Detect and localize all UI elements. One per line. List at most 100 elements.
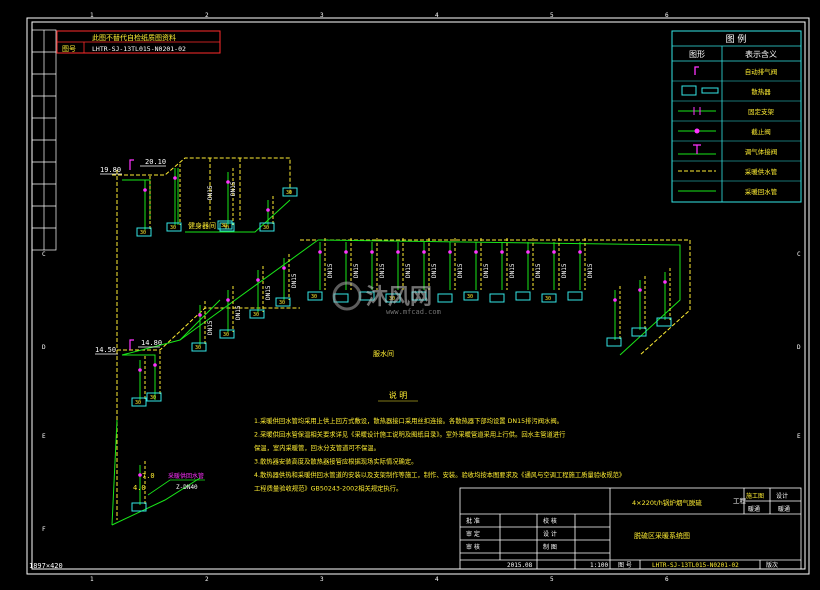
radiator-icon	[259, 222, 275, 232]
note-line: 工程质量验收规范》GB50243-2002相关规定执行。	[254, 484, 402, 493]
radiator-count: 30	[223, 225, 229, 231]
tick-right-E: E	[797, 433, 801, 440]
fixed-support-icon	[678, 107, 716, 115]
valve-icon	[138, 368, 142, 372]
tick-right-D: D	[797, 344, 801, 351]
valve-icon	[663, 280, 667, 284]
radiator-icon	[166, 222, 182, 232]
slope-b: 4.0	[133, 484, 146, 492]
legend-meaning: 采暖回水管	[745, 187, 778, 196]
room-upper: 健身器间	[188, 221, 216, 230]
tb-row-left: 审 核	[466, 543, 480, 551]
radiator-count: 30	[467, 294, 473, 300]
valve-icon	[266, 208, 270, 212]
radiator-icon	[656, 317, 672, 327]
note-line: 3.散热器安装高度及散热器接管应根据现场实际情况确定。	[254, 457, 417, 466]
tick-top-4: 4	[435, 12, 439, 19]
pipe-size-label: DN15	[561, 263, 568, 278]
tb-row-right: 校 核	[543, 517, 557, 525]
tb-project-name: 4×220t/h锅炉烟气脱硫	[632, 498, 702, 507]
radiator-icon	[541, 293, 557, 303]
legend-meaning: 截止阀	[751, 127, 771, 136]
radiator-count: 30	[135, 400, 141, 406]
radiator-count: 30	[311, 294, 317, 300]
watermark: 沐风网 www.mfcad.com	[332, 281, 441, 316]
pipe-size-label: DN15	[265, 285, 272, 300]
note-line: 1.采暖供回水管均采用上供上回方式敷设，散热器接口采用丝扣连接。各散热器下部均设…	[254, 416, 563, 425]
tick-top-6: 6	[665, 12, 669, 19]
elev-top-right: 20.10	[145, 158, 166, 166]
radiator-icon	[606, 337, 622, 347]
tb-row-left: 批 准	[466, 517, 480, 525]
pipe-size-label: DN15	[327, 263, 334, 278]
radiator-icon	[567, 291, 583, 301]
pipe-size-label: DN15	[509, 263, 516, 278]
legend-meaning: 调气体接阀	[745, 147, 778, 156]
slope-a: 7.0	[142, 472, 155, 480]
tick-right-C: C	[797, 251, 801, 258]
radiator-icon	[219, 222, 235, 232]
pipe-size-label: DN15	[379, 263, 386, 278]
radiator-icon	[275, 297, 291, 307]
valve-icon	[153, 363, 157, 367]
tick-bottom-1: 1	[90, 576, 94, 583]
inner-frame	[31, 21, 806, 570]
leader-note-text: 采暖供回水管	[168, 472, 204, 480]
header-code: LHTR-SJ-13TL015-N0201-02	[92, 45, 186, 53]
radiator-icon	[219, 329, 235, 339]
tb-number-label: 图 号	[618, 562, 632, 569]
elev-mid-right: 14.80	[141, 339, 162, 347]
supply-pipes-upper	[112, 157, 691, 520]
valve-icon	[448, 250, 452, 254]
tb-status: 版次	[766, 561, 778, 569]
radiator-icon	[463, 291, 479, 301]
tick-top-3: 3	[320, 12, 324, 19]
watermark-brand: 沐风网	[366, 285, 432, 310]
valve-icon	[138, 473, 142, 477]
radiator-icon	[631, 327, 647, 337]
valve-icon	[143, 188, 147, 192]
pipe-size-label: DN15	[535, 263, 542, 278]
notes: 说 明 1.采暖供回水管均采用上供上回方式敷设，散热器接口采用丝扣连接。各散热器…	[254, 390, 625, 493]
tb-row-right: 设 计	[543, 530, 557, 538]
tick-bottom-2: 2	[205, 576, 209, 583]
radiator-icon	[307, 291, 323, 301]
tick-left-F: F	[42, 526, 46, 533]
tick-left-D: D	[42, 344, 46, 351]
note-line: 2.采暖供回水管保温相关要求详见《采暖设计施工说明及图纸目录》。室外采暖管道采用…	[254, 430, 566, 439]
valve-icon	[526, 250, 530, 254]
valve-icon	[552, 250, 556, 254]
elevation-marks: 19.80 20.10 14.50 14.80	[95, 158, 166, 355]
tick-bottom-4: 4	[435, 576, 439, 583]
leader-note: 采暖供回水管 Z-DN40 7.0 4.0	[133, 472, 205, 496]
radiator-count: 30	[221, 223, 227, 229]
valve-icon	[256, 278, 260, 282]
legend-col-symbol: 图形	[689, 50, 705, 59]
tb-drawing-name: 脱硫区采暖系统图	[634, 531, 690, 540]
title-block-text: 4×220t/h锅炉烟气脱硫 工程 施工图 设计 暖通 暖通 脱硫区采暖系统图 …	[466, 492, 790, 569]
valve-icon	[226, 180, 230, 184]
legend-col-meaning: 表示含义	[745, 49, 777, 59]
valve-icon	[198, 313, 202, 317]
balance-valve-icon	[678, 144, 716, 155]
radiator-icon	[249, 309, 265, 319]
pipe-size-label: DN15	[291, 273, 298, 288]
pipe-size-label: DN15	[405, 263, 412, 278]
pipe-size-label: DN15	[431, 263, 438, 278]
tick-top-5: 5	[550, 12, 554, 19]
valve-icon	[173, 176, 177, 180]
tb-date: 2015.08	[507, 562, 533, 569]
tb-scale: 1:100	[590, 562, 608, 569]
radiator-icon	[411, 291, 427, 301]
room-lower: 服水间	[373, 349, 394, 358]
pipe-size-label: DN15	[207, 320, 214, 335]
tb-project-label: 工程	[733, 496, 747, 505]
radiator-icon	[136, 227, 152, 237]
header-label: 图号	[62, 45, 76, 53]
valve-icon	[578, 250, 582, 254]
tick-top-2: 2	[205, 12, 209, 19]
valve-icon	[282, 266, 286, 270]
radiator-count: 30	[195, 345, 201, 351]
tb-row-left: 审 定	[466, 530, 480, 538]
